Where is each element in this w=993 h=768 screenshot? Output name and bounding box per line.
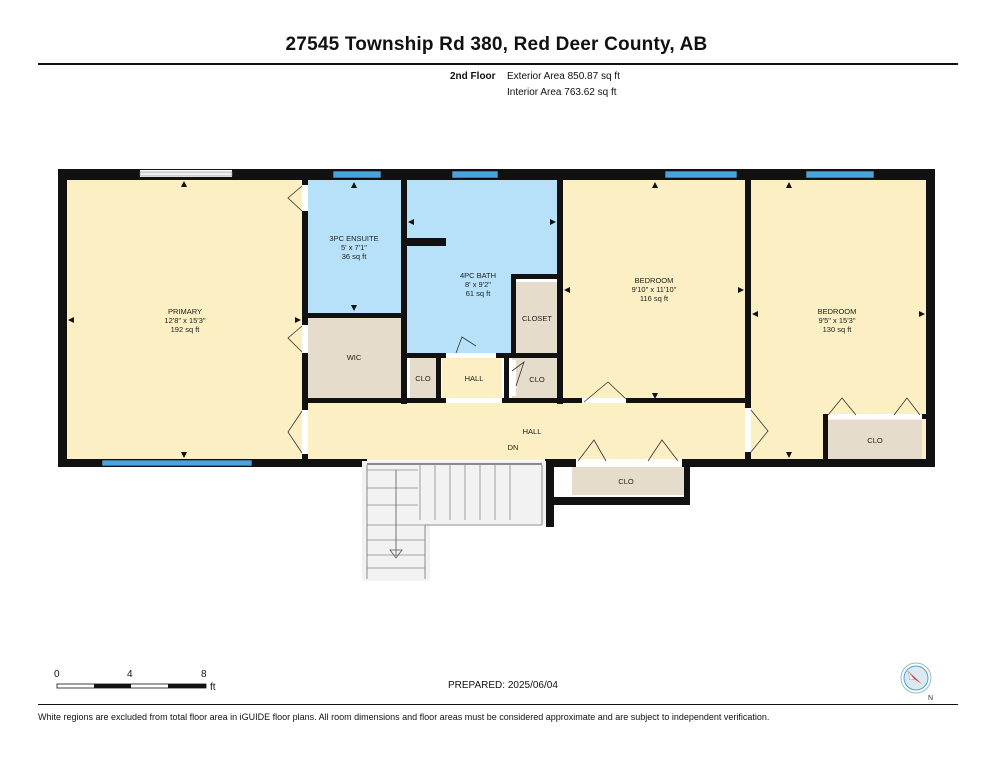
ensuite-dims: 5' x 7'1" xyxy=(341,243,367,252)
room-clo-right xyxy=(828,420,922,460)
scale-unit: ft xyxy=(210,682,216,693)
header-divider xyxy=(38,63,958,65)
windows xyxy=(101,170,875,467)
scale-tick-8: 8 xyxy=(201,669,207,680)
clo-right-label: CLO xyxy=(867,436,883,445)
clo-bottom-label: CLO xyxy=(618,477,634,486)
interior-area: Interior Area 763.62 sq ft xyxy=(507,87,617,98)
room-ensuite xyxy=(307,180,402,314)
room-bedroom-1 xyxy=(562,180,746,402)
bath-dims: 8' x 9'2" xyxy=(465,280,491,289)
property-address: 27545 Township Rd 380, Red Deer County, … xyxy=(285,34,708,55)
bedroom1-area: 116 sq ft xyxy=(640,294,669,303)
clo-mid-label: CLO xyxy=(529,375,545,384)
disclaimer: White regions are excluded from total fl… xyxy=(38,712,770,722)
ensuite-name: 3PC ENSUITE xyxy=(329,234,378,243)
primary-area: 192 sq ft xyxy=(171,325,201,334)
compass-north-label: N xyxy=(928,695,933,702)
bedroom2-area: 130 sq ft xyxy=(823,325,853,334)
bedroom1-name: BEDROOM xyxy=(635,276,674,285)
ensuite-area: 36 sq ft xyxy=(342,252,368,261)
room-clo-mid xyxy=(512,358,558,398)
closet-label: CLOSET xyxy=(522,314,552,323)
prepared-date: PREPARED: 2025/06/04 xyxy=(448,680,558,691)
stairs xyxy=(362,461,546,581)
bath-name: 4PC BATH xyxy=(460,271,496,280)
room-wic xyxy=(307,318,402,398)
bath-area: 61 sq ft xyxy=(466,289,492,298)
scale-tick-0: 0 xyxy=(54,669,60,680)
bedroom2-name: BEDROOM xyxy=(818,307,857,316)
room-primary xyxy=(66,177,303,460)
clo-left-label: CLO xyxy=(415,374,431,383)
compass-icon xyxy=(900,662,932,694)
dimension-arrows xyxy=(68,181,925,458)
floor-label: 2nd Floor xyxy=(450,71,496,82)
primary-dims: 12'8" x 15'3" xyxy=(164,316,205,325)
primary-name: PRIMARY xyxy=(168,307,202,316)
room-clo-bottom xyxy=(572,465,684,495)
door-swings xyxy=(287,185,921,462)
room-bath-lower xyxy=(406,274,512,354)
bedroom2-dims: 9'5" x 15'3" xyxy=(819,316,856,325)
hall-small-label: HALL xyxy=(465,374,484,383)
sliding-door xyxy=(139,171,233,177)
room-bedroom-2 xyxy=(750,180,928,460)
footer-divider xyxy=(38,704,958,705)
exterior-area: Exterior Area 850.87 sq ft xyxy=(507,71,620,82)
room-closet xyxy=(516,282,558,354)
scale-bar xyxy=(56,683,207,689)
scale-tick-4: 4 xyxy=(127,669,133,680)
bedroom1-dims: 9'10" x 11'10" xyxy=(632,285,677,294)
hall-main-label: HALL xyxy=(523,427,542,436)
room-hall-main xyxy=(307,402,746,460)
room-bath-upper xyxy=(406,180,558,274)
stairs-dn-label: DN xyxy=(508,443,519,452)
wic-label: WIC xyxy=(347,353,362,362)
room-hall-small xyxy=(442,358,502,398)
room-clo-left xyxy=(410,358,438,398)
